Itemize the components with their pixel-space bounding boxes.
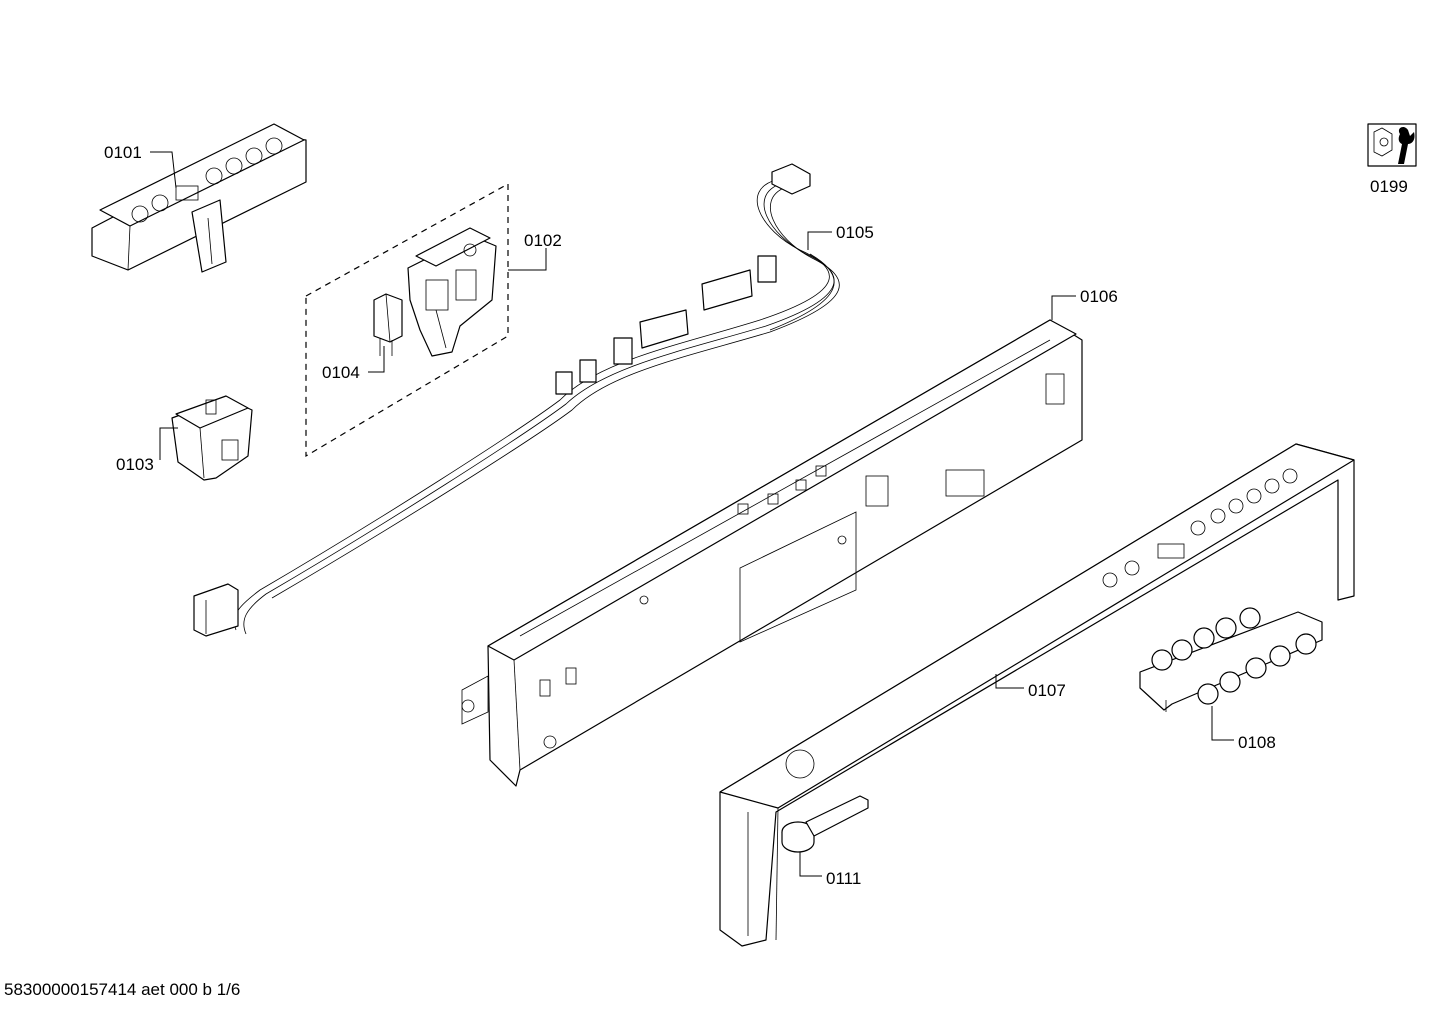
callout-0111: 0111 [826, 869, 861, 888]
callout-0106: 0106 [1080, 287, 1118, 306]
callout-0101: 0101 [104, 143, 142, 162]
part-0107-fascia-trim[interactable] [719, 443, 1355, 947]
callout-0102: 0102 [524, 231, 562, 250]
part-0103-door-switch[interactable] [171, 395, 253, 481]
part-0101-electronic-module[interactable] [91, 123, 307, 273]
part-0106-control-panel-frame[interactable] [461, 319, 1083, 787]
callout-0103: 0103 [116, 455, 154, 474]
callout-0108: 0108 [1238, 733, 1276, 752]
part-0108-button-set[interactable] [1139, 607, 1323, 712]
leader-lines [150, 151, 1234, 877]
wrench-nut-icon [1367, 123, 1417, 167]
callout-0105: 0105 [836, 223, 874, 242]
part-0104-relay[interactable] [373, 293, 403, 356]
part-0111-light-guide[interactable] [781, 795, 869, 853]
callout-0199: 0199 [1370, 177, 1408, 196]
callout-0107: 0107 [1028, 681, 1066, 700]
part-0105-cable-harness[interactable] [193, 163, 840, 637]
group-0102-boundary [305, 182, 509, 458]
part-0102-switch-assembly[interactable] [407, 227, 497, 357]
callout-0104: 0104 [322, 363, 360, 382]
diagram-footer-code: 58300000157414 aet 000 b 1/6 [4, 980, 241, 999]
